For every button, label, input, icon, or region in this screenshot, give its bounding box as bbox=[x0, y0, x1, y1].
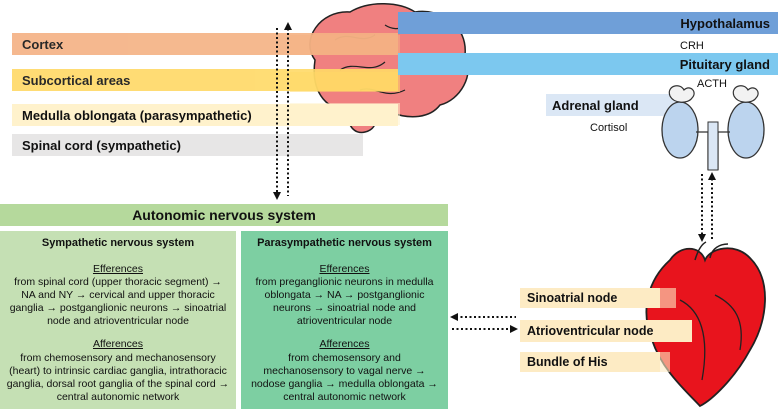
sympathetic-efferences-text: from spinal cord (upper thoracic segment… bbox=[9, 275, 227, 328]
subcortical-band: Subcortical areas bbox=[12, 69, 398, 91]
cortex-band: Cortex bbox=[12, 33, 398, 55]
parasympathetic-panel: Parasympathetic nervous system Efference… bbox=[241, 231, 448, 409]
crh-label: CRH bbox=[680, 40, 704, 52]
parasympathetic-efferences-label: Efferences bbox=[319, 262, 370, 275]
sympathetic-panel: Sympathetic nervous system Efferences fr… bbox=[0, 231, 236, 409]
sympathetic-efferences-label: Efferences bbox=[92, 262, 143, 275]
sympathetic-title: Sympathetic nervous system bbox=[41, 237, 195, 249]
spinal-band: Spinal cord (sympathetic) bbox=[12, 134, 363, 156]
acth-label: ACTH bbox=[697, 78, 727, 90]
adrenal-band: Adrenal gland bbox=[546, 94, 676, 116]
av-node-box: Atrioventricular node bbox=[520, 320, 692, 342]
his-label: Bundle of His bbox=[527, 355, 608, 369]
adrenal-label: Adrenal gland bbox=[552, 97, 639, 113]
ans-heart-arrows bbox=[450, 313, 518, 333]
ans-header: Autonomic nervous system bbox=[0, 204, 448, 226]
cortisol-label: Cortisol bbox=[590, 122, 628, 134]
av-node-label: Atrioventricular node bbox=[527, 324, 654, 338]
sa-node-label: Sinoatrial node bbox=[527, 291, 618, 305]
parasympathetic-efferences-text: from preganglionic neurons in medulla ob… bbox=[255, 275, 434, 328]
parasympathetic-title: Parasympathetic nervous system bbox=[257, 237, 432, 249]
medulla-label: Medulla oblongata (parasympathetic) bbox=[22, 107, 252, 123]
medulla-band: Medulla oblongata (parasympathetic) bbox=[12, 104, 398, 126]
adrenal-heart-arrows bbox=[698, 172, 716, 242]
parasympathetic-afferences-text: from chemosensory and mechanosensory to … bbox=[251, 351, 438, 403]
subcortical-label: Subcortical areas bbox=[22, 72, 131, 88]
his-box: Bundle of His bbox=[520, 352, 660, 372]
parasympathetic-afferences-label: Afferences bbox=[319, 338, 370, 351]
sympathetic-afferences-text: from chemosensory and mechanosensory (he… bbox=[6, 351, 230, 403]
hypothalamus-band: Hypothalamus bbox=[398, 12, 778, 34]
brain-ans-arrows bbox=[273, 22, 292, 200]
sympathetic-afferences-label: Afferences bbox=[92, 338, 143, 351]
kidneys-adrenal-icon bbox=[661, 85, 765, 171]
spinal-label: Spinal cord (sympathetic) bbox=[22, 137, 181, 153]
sa-node-box: Sinoatrial node bbox=[520, 288, 660, 308]
pituitary-label: Pituitary gland bbox=[679, 56, 770, 72]
pituitary-band: Pituitary gland bbox=[398, 53, 778, 75]
hypothalamus-label: Hypothalamus bbox=[680, 15, 770, 31]
cortex-label: Cortex bbox=[22, 36, 64, 52]
ans-title: Autonomic nervous system bbox=[132, 207, 316, 223]
